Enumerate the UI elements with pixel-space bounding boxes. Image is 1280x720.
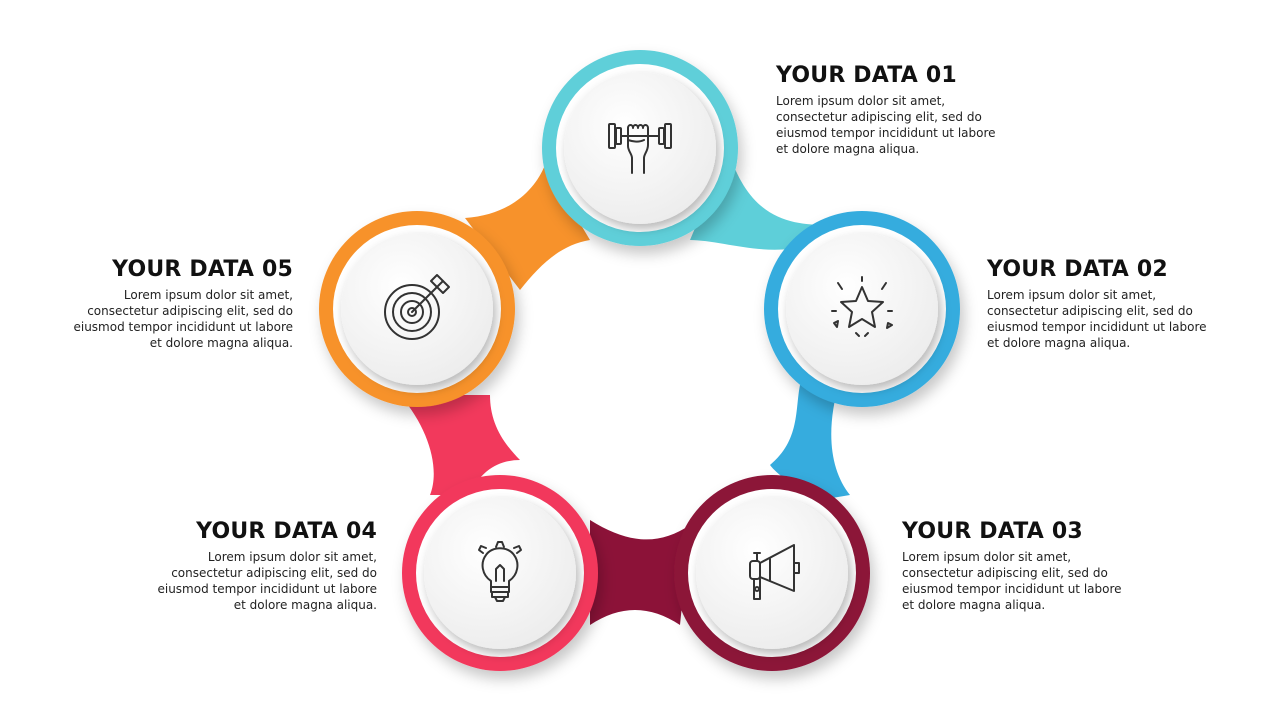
step-05-label: YOUR DATA 05 Lorem ipsum dolor sit amet,… [73,257,293,351]
connector-03-04 [590,520,690,625]
star-icon [831,276,893,337]
step-02-text: Lorem ipsum dolor sit amet, consectetur … [987,288,1207,350]
connector-02-03 [770,380,850,500]
step-02-title: YOUR DATA 02 [987,257,1168,282]
dumbbell-fist-icon [608,123,672,174]
megaphone-icon [749,544,800,600]
step-01-text: Lorem ipsum dolor sit amet, consectetur … [776,94,996,156]
node-03-center [696,497,848,649]
step-05-title: YOUR DATA 05 [112,257,293,282]
step-01-label: YOUR DATA 01 Lorem ipsum dolor sit amet,… [776,63,996,157]
node-02 [764,211,960,407]
node-05-center [341,233,493,385]
lightbulb-icon [478,541,522,602]
node-01 [542,50,738,246]
step-04-label: YOUR DATA 04 Lorem ipsum dolor sit amet,… [157,519,377,613]
node-01-center [564,72,716,224]
step-03-label: YOUR DATA 03 Lorem ipsum dolor sit amet,… [902,519,1122,613]
node-02-center [786,233,938,385]
step-04-title: YOUR DATA 04 [196,519,377,544]
step-02-label: YOUR DATA 02 Lorem ipsum dolor sit amet,… [987,257,1207,351]
step-03-title: YOUR DATA 03 [902,519,1083,544]
node-03 [674,475,870,671]
node-04-center [424,497,576,649]
step-04-text: Lorem ipsum dolor sit amet, consectetur … [157,550,377,612]
target-arrow-icon [384,274,450,340]
step-01-title: YOUR DATA 01 [776,63,957,88]
node-04 [402,475,598,671]
connector-04-05 [400,395,520,495]
step-05-text: Lorem ipsum dolor sit amet, consectetur … [73,288,293,350]
node-05 [319,211,515,407]
step-03-text: Lorem ipsum dolor sit amet, consectetur … [902,550,1122,612]
